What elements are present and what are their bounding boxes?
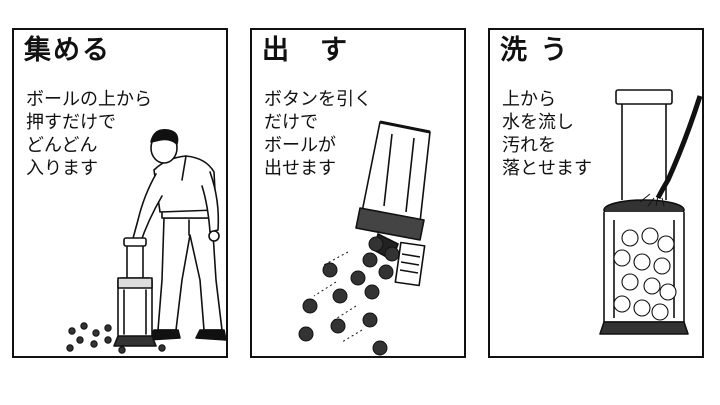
golfer-collecting-balls-illustration: [66, 128, 226, 354]
panel-wash: 洗 う 上から 水を流し 汚れを 落とせます: [488, 28, 704, 358]
description-line: 入ります: [26, 158, 98, 179]
panel-release: 出 す ボタンを引く だけで ボールが 出せます: [250, 28, 466, 358]
panel-description: ボールの上から 押すだけで どんどん 入ります: [26, 88, 152, 180]
panel-description: ボタンを引く だけで ボールが 出せます: [264, 88, 372, 180]
description-line: ボタンを引く: [264, 89, 372, 110]
panel-description: 上から 水を流し 汚れを 落とせます: [502, 88, 592, 180]
description-line: 汚れを: [502, 135, 556, 156]
panel-title: 集める: [24, 35, 111, 66]
description-line: 出せます: [264, 158, 336, 179]
description-line: どんどん: [26, 135, 98, 156]
description-line: だけで: [264, 112, 318, 133]
tube-releasing-balls-illustration: [298, 120, 431, 356]
panel-collect: 集める ボールの上から 押すだけで どんどん 入ります: [12, 28, 228, 358]
description-line: ボールの上から: [26, 89, 152, 110]
description-line: 水を流し: [502, 112, 574, 133]
panel-title: 洗 う: [500, 35, 570, 66]
description-line: 押すだけで: [26, 112, 116, 133]
description-line: 落とせます: [502, 158, 592, 179]
description-line: 上から: [502, 89, 556, 110]
panel-title: 出 す: [262, 35, 349, 66]
tube-washed-by-hose-illustration: [599, 89, 702, 335]
description-line: ボールが: [264, 135, 336, 156]
